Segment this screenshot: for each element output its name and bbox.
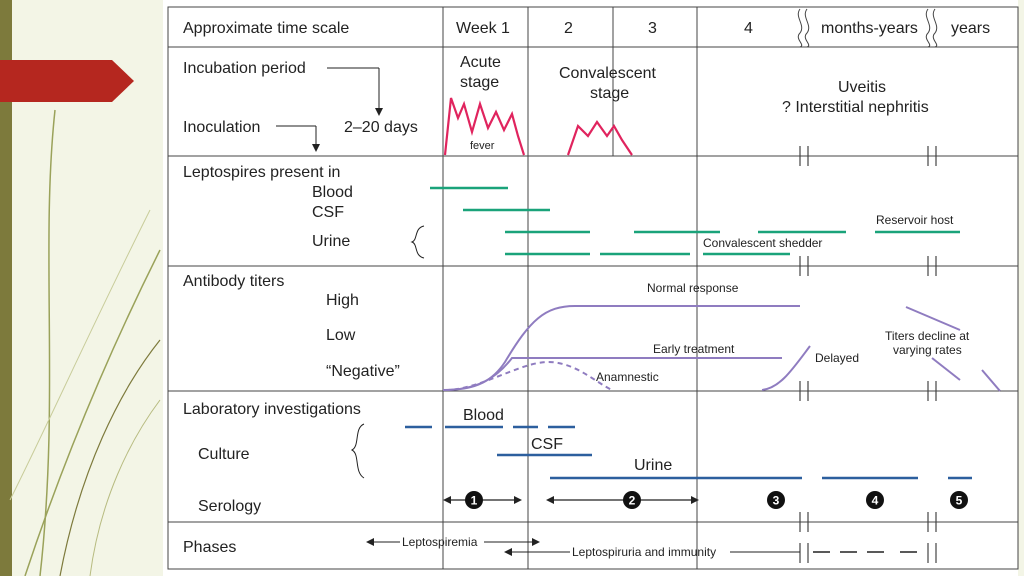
inoculation-label: Inoculation	[183, 119, 260, 136]
serology-marker-3	[767, 491, 785, 509]
acute-stage-line2: stage	[460, 74, 499, 91]
serology-marker-2-text: 2	[629, 494, 636, 508]
axis-break-marks	[799, 146, 937, 563]
delayed-label: Delayed	[815, 351, 859, 365]
decorative-swoosh	[59, 339, 161, 576]
leptospires-blood-label: Blood	[312, 184, 353, 201]
column-years: years	[951, 20, 990, 37]
arrow-head	[532, 538, 540, 546]
leptospires-urine-label: Urine	[312, 233, 350, 250]
uveitis-label: Uveitis	[838, 79, 886, 96]
phases-title: Phases	[183, 539, 236, 556]
fever-curve	[443, 97, 526, 156]
leptospiruria-label: Leptospiruria and immunity	[572, 545, 716, 559]
time-break-marks	[797, 8, 938, 48]
leptospires-title: Leptospires present in	[183, 164, 340, 181]
convalescent-fever-curve	[566, 120, 633, 156]
leptospiremia-label: Leptospiremia	[402, 535, 478, 549]
serology-marker-5-text: 5	[956, 494, 963, 508]
column-week-3: 3	[648, 20, 657, 37]
decorative-swoosh	[89, 399, 161, 576]
column-months-years: months-years	[821, 20, 918, 37]
decline-line-a	[905, 306, 961, 331]
normal-response-label: Normal response	[647, 281, 739, 295]
serology-marker-4	[866, 491, 884, 509]
serology-marker-5	[950, 491, 968, 509]
culture-bars	[405, 425, 972, 480]
convalescent-shedder-label: Convalescent shedder	[703, 236, 822, 250]
arrow-head	[366, 538, 374, 546]
antibody-high-label: High	[326, 292, 359, 309]
delayed-curve	[761, 345, 811, 391]
arrow-head	[312, 144, 320, 152]
leptospires-csf-label: CSF	[312, 204, 344, 221]
fever-label: fever	[470, 140, 495, 152]
serology-marker-3-text: 3	[773, 494, 780, 508]
titers-decline-line1: Titers decline at	[885, 329, 970, 343]
lab-title: Laboratory investigations	[183, 401, 361, 418]
accent-arrow-shape	[0, 60, 134, 102]
decline-line-b	[931, 357, 961, 381]
column-week-2: 2	[564, 20, 573, 37]
serology-label: Serology	[198, 498, 261, 515]
culture-label: Culture	[198, 446, 250, 463]
lab-urine-label: Urine	[634, 457, 672, 474]
arrow-head	[514, 496, 522, 504]
serology-marker-2	[623, 491, 641, 509]
antibody-low-label: Low	[326, 327, 356, 344]
serology-marker-1	[465, 491, 483, 509]
arrow-head	[546, 496, 554, 504]
culture-brace	[350, 423, 365, 479]
leptospires-bars	[430, 186, 960, 256]
serology-marker-4-text: 4	[872, 494, 879, 508]
column-week-1: Week 1	[456, 20, 510, 37]
decorative-swoosh	[39, 109, 56, 576]
table-grid	[167, 6, 1019, 570]
early-treatment-curve	[442, 357, 782, 391]
arrow-head	[443, 496, 451, 504]
arrow-head	[504, 548, 512, 556]
antibody-negative-label: “Negative”	[326, 363, 400, 380]
diagram-panel	[163, 0, 1018, 576]
urine-brace	[410, 225, 425, 259]
antibody-title: Antibody titers	[183, 273, 284, 290]
time-scale-label: Approximate time scale	[183, 20, 349, 37]
serology-marker-1-text: 1	[471, 494, 478, 508]
convalescent-stage-line1: Convalescent	[559, 65, 657, 82]
antibody-curves	[442, 305, 1001, 392]
lab-blood-label: Blood	[463, 407, 504, 424]
arrow-head	[375, 108, 383, 116]
titers-decline-line2: varying rates	[893, 343, 962, 357]
column-week-4: 4	[744, 20, 753, 37]
early-treatment-label: Early treatment	[653, 342, 735, 356]
decorative-swoosh	[9, 209, 151, 501]
nephritis-label: ? Interstitial nephritis	[782, 99, 929, 116]
decorative-swoosh	[24, 249, 161, 576]
anamnestic-label: Anamnestic	[596, 370, 659, 384]
incubation-days: 2–20 days	[344, 119, 418, 136]
incubation-period-label: Incubation period	[183, 60, 306, 77]
acute-stage-line1: Acute	[460, 54, 501, 71]
decline-line-c	[981, 369, 1001, 392]
olive-side-bar	[0, 0, 12, 576]
lab-csf-label: CSF	[531, 436, 563, 453]
reservoir-host-label: Reservoir host	[876, 213, 954, 227]
convalescent-stage-line2: stage	[590, 85, 629, 102]
arrow-head	[691, 496, 699, 504]
anamnestic-curve	[444, 360, 613, 391]
serology-markers: 1 2 3 4 5	[465, 491, 968, 509]
